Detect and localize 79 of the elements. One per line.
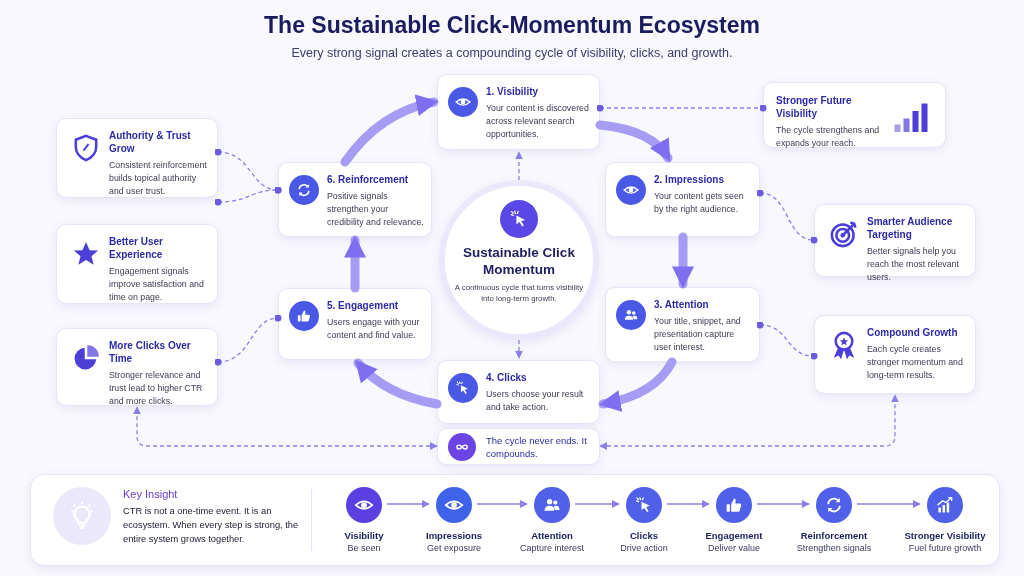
card-title: 6. Reinforcement [327, 173, 410, 186]
insight-panel [30, 474, 1000, 566]
outcome-card [56, 118, 218, 198]
card-description: Your content is discovered across relevant search opportunities. [486, 102, 590, 141]
arrow [515, 339, 523, 359]
card-title: Smarter Audience Targeting [867, 215, 954, 241]
step-label: Engagement [704, 529, 764, 542]
step-label: Reinforcement [799, 529, 869, 542]
connector-line [596, 104, 767, 112]
card-title: Authority & Trust Grow [109, 129, 192, 155]
arrow [476, 500, 528, 508]
card-description: Users choose your result and take action. [486, 388, 585, 414]
connector-line [214, 314, 282, 366]
arrow [386, 500, 430, 508]
outcome-card [814, 315, 976, 394]
cycle-arrow [344, 235, 366, 293]
diagram-title: The Sustainable Click-Momentum Ecosystem [263, 12, 761, 39]
step-label: Clicks [629, 529, 659, 542]
step-caption: Strengthen signals [795, 542, 873, 555]
outcome-card [56, 328, 218, 406]
note-card [437, 428, 600, 465]
card-description: Better signals help you reach the most relevant users. [867, 245, 960, 284]
step-caption: Be seen [346, 542, 382, 555]
card-title: 1. Visibility [486, 85, 540, 98]
step-caption: Drive action [619, 542, 669, 555]
arrow [574, 500, 620, 508]
step-caption: Capture interest [518, 542, 585, 555]
arrow [666, 500, 710, 508]
card-description: Users engage with your content and find value. [327, 316, 421, 342]
step-card [278, 162, 432, 237]
card-description: The cycle strengthens and expands your reach. [776, 124, 881, 150]
card-description: Your content gets seen by the right audience. [654, 190, 745, 216]
step-label: Visibility [343, 529, 385, 542]
outcome-card [56, 224, 218, 304]
step-card [605, 287, 760, 362]
step-label: Stronger Visibility [903, 529, 987, 542]
card-description: Positive signals strengthen your credibility and relevance. [327, 190, 425, 229]
arrow [515, 151, 523, 181]
hub-title: Sustainable Click Momentum [462, 244, 576, 278]
cycle-arrow [340, 95, 439, 167]
connector-line [214, 186, 282, 206]
card-title: 3. Attention [654, 298, 710, 311]
step-card [278, 288, 432, 360]
card-description: Consistent reinforcement builds topical authority and user trust. [109, 159, 208, 198]
cycle-arrow [595, 120, 673, 163]
card-title: Stronger Future Visibility [776, 94, 853, 120]
outcome-card [763, 82, 946, 148]
subtitle: Every strong signal creates a compounding cycle of visibility, clicks, and growth. [290, 46, 734, 60]
card-title: More Clicks Over Time [109, 339, 192, 365]
step-card [437, 360, 600, 424]
insight-text: CTR is not a one-time event. It is an ecosystem. When every step is strong, the entire system grows together. [123, 505, 300, 546]
card-title: Compound Growth [867, 326, 959, 339]
step-caption: Fuel future growth [907, 542, 983, 555]
card-title: Better User Experience [109, 235, 164, 261]
step-caption: Get exposure [426, 542, 482, 555]
cycle-arrow [672, 232, 694, 289]
step-card [605, 162, 760, 237]
card-title: 5. Engagement [327, 299, 400, 312]
card-title: 2. Impressions [654, 173, 726, 186]
arrow [133, 406, 438, 450]
card-description: Each cycle creates stronger momentum and long-term results. [867, 343, 964, 382]
step-label: Impressions [425, 529, 483, 542]
connector-line [756, 189, 818, 244]
arrow [856, 500, 921, 508]
insight-heading: Key Insight [123, 487, 179, 501]
outcome-card [814, 204, 976, 277]
step-label: Attention [530, 529, 574, 542]
cycle-arrow [598, 357, 677, 412]
step-caption: Deliver value [707, 542, 761, 555]
note-text: The cycle never ends. It compounds. [486, 434, 588, 460]
card-description: Your title, snippet, and presentation capture user interest. [654, 315, 742, 354]
arrow [756, 500, 810, 508]
card-title: 4. Clicks [486, 371, 528, 384]
card-description: Engagement signals improve satisfaction and time on page. [109, 265, 205, 304]
connector-line [756, 321, 818, 360]
card-description: Stronger relevance and trust lead to higher CTR and more clicks. [109, 369, 204, 408]
cycle-arrow [353, 358, 442, 409]
arrow [599, 394, 899, 450]
step-card [437, 74, 600, 150]
